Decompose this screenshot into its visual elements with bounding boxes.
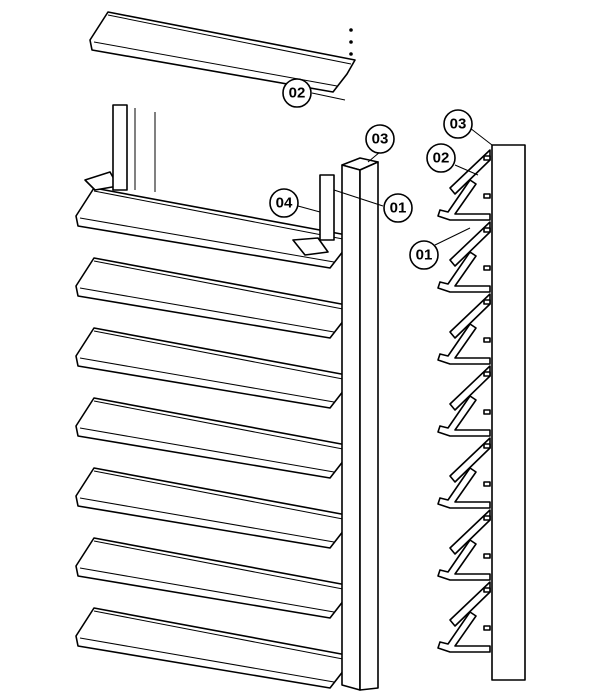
callout-04-exploded: 04 — [269, 188, 299, 218]
svg-text:03: 03 — [372, 131, 389, 148]
svg-text:03: 03 — [450, 116, 467, 133]
blade-profile — [437, 293, 491, 365]
callout-03-section: 03 — [443, 109, 473, 139]
blade-profile — [437, 509, 491, 581]
louver-blade — [75, 327, 353, 409]
louver-blade — [75, 257, 353, 339]
exploded-blade-assembly — [75, 11, 356, 689]
blade-profile — [437, 221, 491, 293]
louver-blade — [75, 537, 353, 619]
bracket — [112, 104, 128, 191]
callout-02-exploded: 02 — [282, 78, 312, 108]
callout-01-exploded: 01 — [383, 193, 413, 223]
louver-blade — [75, 467, 353, 549]
blade-profile — [437, 581, 491, 653]
louver-blade — [75, 607, 353, 689]
blade-profile — [437, 437, 491, 509]
vertical-column — [112, 104, 379, 691]
callouts: 02 03 04 01 03 02 01 — [269, 78, 493, 270]
section-column — [491, 144, 526, 681]
louver-blade — [75, 397, 353, 479]
svg-text:02: 02 — [433, 150, 450, 167]
section-view — [437, 144, 526, 681]
louver-blade — [75, 187, 353, 269]
callout-02-section: 02 — [426, 143, 456, 173]
svg-text:04: 04 — [276, 195, 293, 212]
svg-text:01: 01 — [416, 247, 433, 264]
callout-03-exploded: 03 — [365, 124, 395, 154]
louver-blade — [89, 11, 356, 93]
callout-01-section: 01 — [409, 240, 439, 270]
blade-profile — [437, 365, 491, 437]
bracket-tab — [292, 237, 329, 256]
svg-text:01: 01 — [390, 200, 407, 217]
bracket — [319, 174, 335, 241]
svg-text:02: 02 — [289, 85, 306, 102]
